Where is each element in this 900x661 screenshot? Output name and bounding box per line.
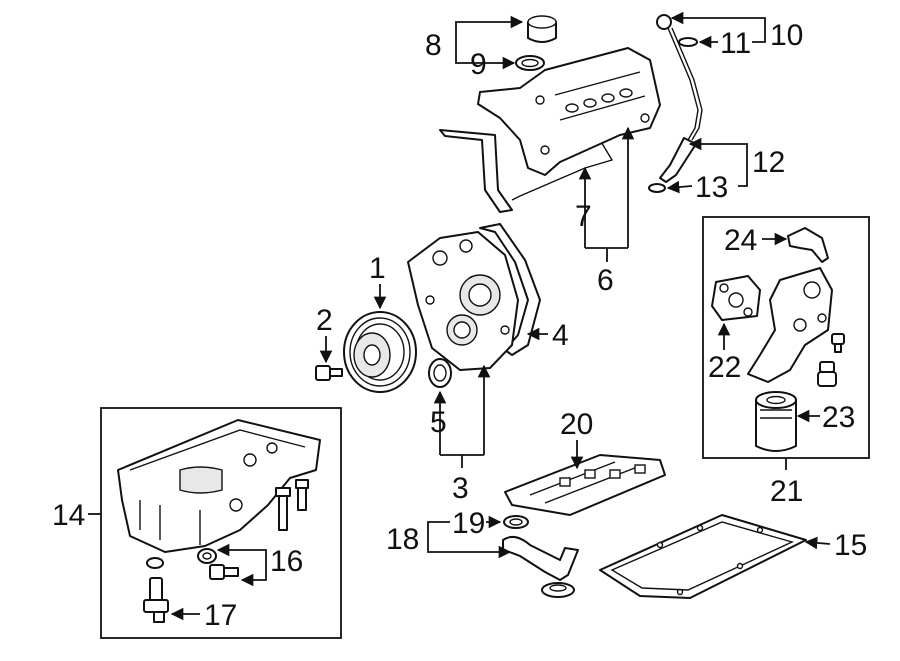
- callout-3: 3: [452, 472, 469, 505]
- callout-5: 5: [430, 406, 447, 439]
- callout-15: 15: [834, 529, 867, 562]
- upper-oil-pan[interactable]: [117, 419, 321, 553]
- front-crank-seal[interactable]: [428, 358, 452, 388]
- oil-filter-adapter[interactable]: [747, 267, 833, 383]
- filter-adapter-gasket[interactable]: [711, 275, 761, 321]
- callout-21: 21: [770, 475, 803, 508]
- oil-fill-cap[interactable]: [527, 15, 557, 43]
- windage-tray[interactable]: [504, 454, 666, 516]
- callout-9: 9: [470, 48, 487, 81]
- callout-17: 17: [204, 599, 237, 632]
- callout-20: 20: [560, 408, 593, 441]
- callout-12: 12: [752, 146, 785, 179]
- timing-cover[interactable]: [407, 231, 519, 371]
- callout-8: 8: [425, 29, 442, 62]
- filter-housing-shield[interactable]: [787, 227, 829, 263]
- oil-pickup-tube[interactable]: [502, 535, 579, 598]
- dipstick-seal[interactable]: [678, 37, 698, 47]
- crankshaft-pulley[interactable]: [343, 311, 417, 393]
- oil-pressure-switch[interactable]: [817, 361, 837, 387]
- callout-19: 19: [452, 507, 485, 540]
- callout-4: 4: [552, 319, 569, 352]
- timing-cover-gasket[interactable]: [479, 223, 541, 356]
- adapter-plug[interactable]: [831, 333, 845, 353]
- callout-24: 24: [724, 224, 757, 257]
- callout-18: 18: [386, 523, 419, 556]
- dipstick-tube-seal[interactable]: [648, 183, 666, 193]
- oil-filter[interactable]: [755, 391, 797, 452]
- oil-pan-gasket[interactable]: [599, 514, 807, 599]
- oil-pan-bolt[interactable]: [275, 487, 291, 531]
- callout-10: 10: [770, 19, 803, 52]
- oil-pan-group-box: [100, 407, 342, 639]
- callout-7: 7: [575, 200, 592, 233]
- pulley-bolt[interactable]: [315, 365, 343, 381]
- callout-22: 22: [708, 351, 741, 384]
- callout-16: 16: [270, 545, 303, 578]
- leader-lines: [88, 11, 831, 621]
- callout-11: 11: [720, 27, 751, 60]
- callout-2: 2: [316, 304, 333, 337]
- callout-13: 13: [695, 171, 728, 204]
- callout-23: 23: [822, 401, 855, 434]
- callout-1: 1: [369, 252, 386, 285]
- oil-cap-seal[interactable]: [515, 55, 545, 71]
- drain-plug[interactable]: [209, 564, 239, 580]
- oil-level-sensor[interactable]: [143, 577, 169, 623]
- pickup-tube-seal[interactable]: [503, 515, 529, 529]
- drain-plug-washer[interactable]: [197, 548, 217, 564]
- callout-6: 6: [597, 264, 614, 297]
- oil-pan-bolt[interactable]: [295, 479, 309, 511]
- sensor-seal[interactable]: [146, 557, 164, 569]
- callout-14: 14: [52, 499, 85, 532]
- oil-dipstick[interactable]: [656, 14, 703, 141]
- valve-cover[interactable]: [477, 47, 661, 176]
- callout-labels: 1 2 3 4 5 6 7 8 9 10 11 12 13 14 15 16 1…: [52, 19, 867, 632]
